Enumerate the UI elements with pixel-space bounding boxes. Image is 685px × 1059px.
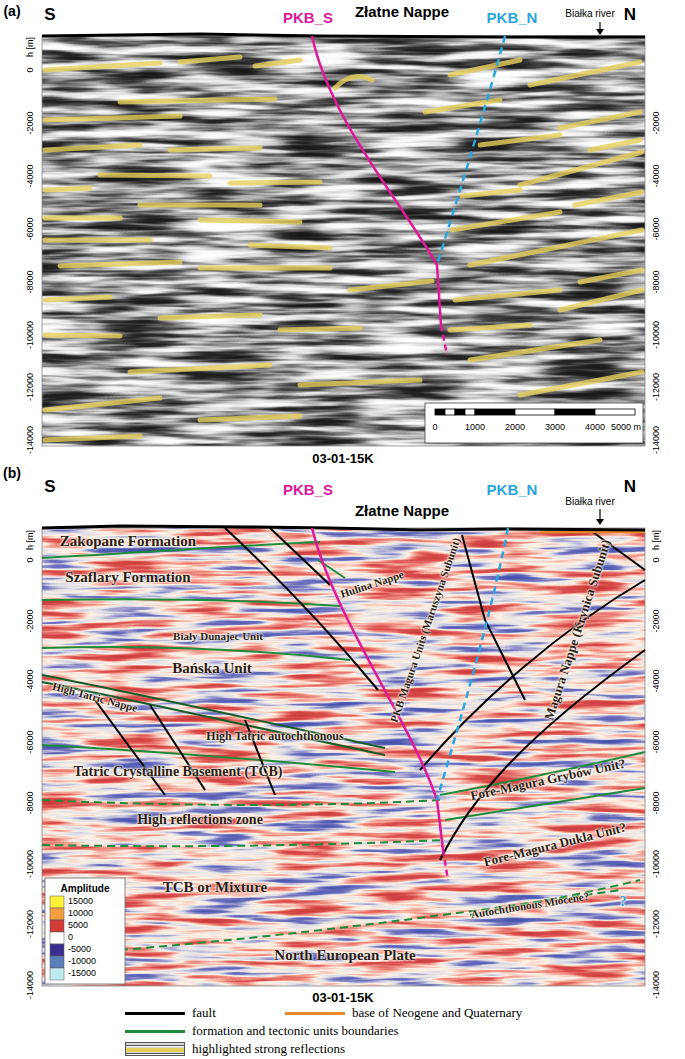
axis-tick-label: -2000: [26, 609, 36, 632]
seismic-texture: [42, 36, 645, 446]
legend-text: base of Neogene and Quaternary: [352, 1006, 522, 1020]
colorbar-value: -10000: [68, 957, 96, 967]
profile-name: 03-01-15K: [312, 991, 373, 1005]
axis-tick-label: -8000: [652, 791, 662, 814]
unit-name: North European Plate: [274, 947, 415, 964]
profile-name: 03-01-15K: [312, 452, 373, 466]
direction-label: N: [624, 6, 636, 25]
axis-tick-label: -4000: [26, 670, 36, 693]
unit-name: Magura Nappe (Krynica Subunit): [542, 538, 614, 722]
axis-tick-label: -10000: [652, 849, 662, 877]
direction-label: S: [44, 478, 55, 497]
axis-tick-label: -12000: [652, 910, 662, 938]
scale-label: 1000: [465, 423, 485, 433]
panel-letter: (a): [3, 4, 20, 19]
unit-name: Tatric Crystalline Basement (TCB): [73, 764, 282, 779]
legend-text: highlighted strong reflections: [192, 1042, 345, 1056]
axis-tick-label: -12000: [652, 373, 662, 401]
unit-name: Fore-Magura Grybów Unit?: [469, 757, 626, 804]
axis-tick-label: -14000: [26, 971, 36, 999]
colorbar-value: 0: [68, 933, 73, 943]
axis-title: h [m]: [26, 530, 36, 550]
unit-name: Złatne Nappe: [355, 4, 449, 21]
scale-label: 0: [432, 423, 437, 433]
unit-name: Biały Dunajec Unit: [173, 630, 263, 642]
colorbar-value: 5000: [68, 921, 88, 931]
scale-label: 4000: [585, 423, 605, 433]
unit-name: PKB Magura Units (Maruszyna Subunit): [388, 536, 463, 724]
axis-tick-label: 0: [652, 557, 662, 562]
unit-name: TCB or Mixture: [163, 879, 267, 896]
axis-tick-label: -4000: [26, 164, 36, 187]
query-mark: ?: [620, 894, 627, 909]
axis-tick-label: -8000: [652, 270, 662, 293]
unit-name: Fore-Magura Dukla Unit?: [482, 820, 627, 869]
river-label: Białka river: [565, 496, 614, 507]
scale-label: 5000 m: [611, 423, 641, 433]
axis-tick-label: -2000: [26, 111, 36, 134]
axis-tick-label: -14000: [652, 426, 662, 454]
scale-label: 2000: [505, 423, 525, 433]
axis-tick-label: -10000: [26, 320, 36, 348]
axis-tick-label: -14000: [652, 971, 662, 999]
axis-tick-label: -8000: [26, 270, 36, 293]
colorbar-value: 15000: [68, 897, 93, 907]
unit-name: High Tatric autochthonous: [206, 730, 343, 743]
axis-tick-label: -2000: [652, 609, 662, 632]
axis-tick-label: 0: [26, 557, 36, 562]
axis-tick-label: -12000: [26, 910, 36, 938]
seismic-texture: [42, 528, 645, 986]
unit-name: Zakopane Formation: [60, 533, 196, 550]
axis-tick-label: -6000: [26, 731, 36, 754]
colorbar-title: Amplitude: [61, 883, 110, 894]
legend-text: formation and tectonic units boundaries: [192, 1024, 399, 1038]
axis-tick-label: -4000: [652, 164, 662, 187]
scale-label: 3000: [545, 423, 565, 433]
axis-tick-label: -14000: [26, 426, 36, 454]
axis-tick-label: -6000: [26, 217, 36, 240]
fault-name: PKB_S: [283, 10, 333, 27]
axis-tick-label: -2000: [652, 111, 662, 134]
unit-name: Złatne Nappe: [355, 503, 449, 520]
fault-name: PKB_S: [283, 482, 333, 499]
unit-name: Szaflary Formation: [65, 569, 190, 586]
axis-title: h [m]: [652, 530, 662, 550]
direction-label: S: [44, 6, 55, 25]
panel-letter: (b): [3, 466, 21, 481]
axis-title: h [m]: [26, 37, 36, 57]
colorbar-value: -15000: [68, 969, 96, 979]
axis-tick-label: -12000: [26, 373, 36, 401]
river-label: Białka river: [565, 8, 614, 19]
unit-name: Autochthonous Miocene?: [470, 890, 590, 921]
legend-swatch: [285, 1012, 345, 1015]
colorbar-value: -5000: [68, 945, 91, 955]
axis-tick-label: -4000: [652, 670, 662, 693]
unit-name: High Tatric Nappe: [51, 680, 139, 714]
axis-tick-label: -8000: [26, 791, 36, 814]
axis-tick-label: 0: [26, 67, 36, 72]
unit-name: High reflections zone: [137, 812, 263, 827]
colorbar-value: 10000: [68, 909, 93, 919]
direction-label: N: [624, 478, 636, 497]
legend-swatch: [125, 1030, 185, 1033]
axis-tick-label: -6000: [652, 731, 662, 754]
axis-tick-label: -10000: [652, 320, 662, 348]
fault-name: PKB_N: [487, 482, 538, 499]
unit-name: Bańska Unit: [172, 660, 252, 677]
fault-name: PKB_N: [487, 10, 538, 27]
axis-tick-label: -6000: [652, 217, 662, 240]
legend-swatch: [125, 1042, 185, 1056]
axis-tick-label: -10000: [26, 849, 36, 877]
legend-swatch: [125, 1012, 185, 1015]
unit-name: Hulina Nappe: [339, 568, 405, 600]
legend-text: fault: [192, 1006, 216, 1020]
